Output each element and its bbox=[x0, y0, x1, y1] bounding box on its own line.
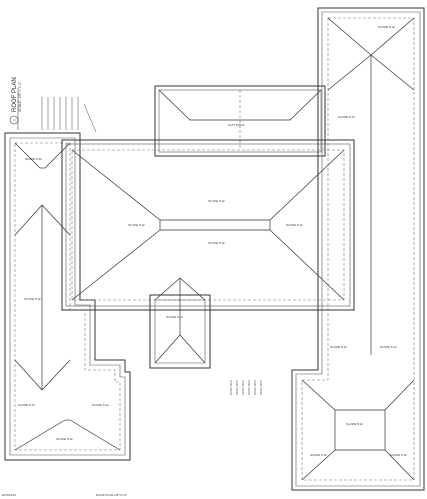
detail-number: 1 bbox=[12, 119, 16, 121]
footer-left: EXISTING bbox=[2, 493, 17, 497]
slope-left-wing-bot-r: SLOPE 5:12 bbox=[92, 403, 109, 407]
slope-right-wing-mid-l: SLOPE 5:12 bbox=[330, 345, 347, 349]
center-porch-roof: SLOPE 5:12 bbox=[149, 277, 211, 369]
vent-note-6: ROOF VENT bbox=[259, 379, 263, 395]
right-wing-roof: SLOPE 5:12 SLOPE 5:12 SLOPE 5:12 SLOPE 5… bbox=[291, 7, 425, 491]
slope-left-wing-top: SLOPE 5:12 bbox=[25, 157, 42, 161]
flat-roof-section: FLAT ROOF bbox=[154, 85, 326, 157]
drawing-title: ROOF PLAN bbox=[12, 77, 18, 112]
slope-right-wing-bot-l: SLOPE 5:12 bbox=[310, 453, 327, 457]
slope-main-left: SLOPE 5:12 bbox=[128, 223, 145, 227]
slope-center-porch: SLOPE 5:12 bbox=[166, 315, 183, 319]
footer-center: ROOF PLAN 1/8"=1'-0" bbox=[96, 493, 127, 497]
slope-left-wing-mid: SLOPE 5:12 bbox=[24, 297, 41, 301]
vent-note-1: ROOF VENT bbox=[229, 379, 233, 395]
vent-note-4: ROOF VENT bbox=[247, 379, 251, 395]
vent-notes: ROOF VENT ROOF VENT ROOF VENT ROOF VENT … bbox=[229, 379, 263, 395]
slope-right-wing-upper: SLOPE 5:12 bbox=[338, 115, 355, 119]
slope-right-wing-bot-r: SLOPE 5:12 bbox=[390, 453, 407, 457]
title-block: 1 ROOF PLAN SCALE: 1/8" = 1'-0" bbox=[9, 77, 22, 125]
vent-note-3: ROOF VENT bbox=[241, 379, 245, 395]
main-roof: SLOPE 5:12 SLOPE 5:12 SLOPE 5:12 SLOPE 5… bbox=[61, 139, 355, 311]
slope-left-wing-bottom: SLOPE 5:12 bbox=[56, 437, 73, 441]
slope-right-wing-mid-r: SLOPE 5:12 bbox=[380, 345, 397, 349]
slope-right-wing-top: SLOPE 5:12 bbox=[378, 25, 395, 29]
drawing-scale: SCALE: 1/8" = 1'-0" bbox=[18, 81, 22, 112]
vent-callouts-top-left bbox=[41, 97, 97, 133]
vent-note-5: ROOF VENT bbox=[253, 379, 257, 395]
left-wing-roof: SLOPE 5:12 SLOPE 5:12 SLOPE 5:12 SLOPE 5… bbox=[4, 132, 131, 461]
slope-right-wing-bot: SLOPE 5:12 bbox=[346, 422, 363, 426]
vent-note-2: ROOF VENT bbox=[235, 379, 239, 395]
slope-main-center-b: SLOPE 5:12 bbox=[208, 241, 225, 245]
slope-main-center-a: SLOPE 5:12 bbox=[208, 199, 225, 203]
flat-roof-label: FLAT ROOF bbox=[228, 123, 245, 127]
slope-main-right: SLOPE 5:12 bbox=[286, 223, 303, 227]
slope-left-wing-bot-l: SLOPE 5:12 bbox=[18, 403, 35, 407]
